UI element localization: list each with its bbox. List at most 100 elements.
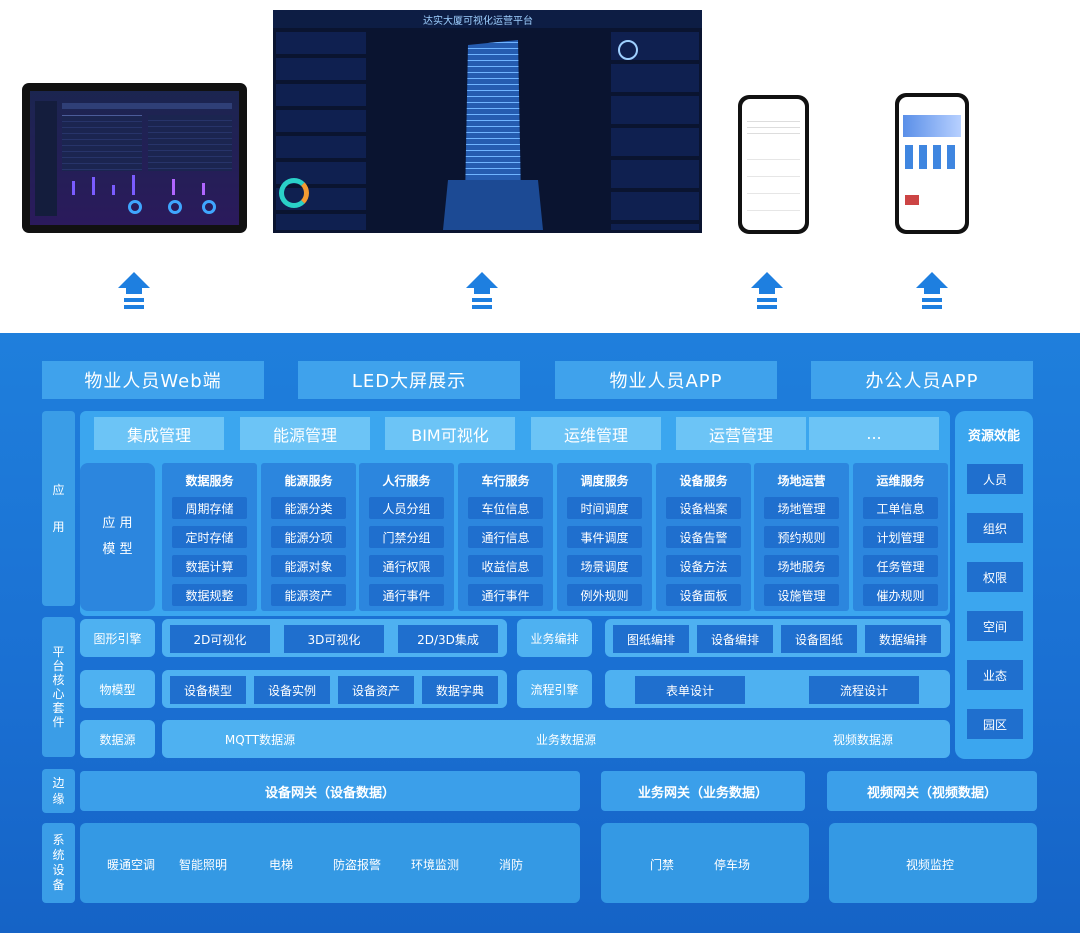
- service-title: 设备服务: [679, 474, 728, 488]
- orch-device: 设备编排: [697, 625, 773, 653]
- source-video: 视频数据源: [832, 732, 893, 747]
- service-title: 车行服务: [481, 474, 530, 488]
- channel-led: LED大屏展示: [298, 361, 520, 399]
- resource-campus: 园区: [967, 709, 1023, 739]
- tab-operations: 运营管理: [676, 417, 806, 450]
- service-item: 催办规则: [863, 584, 938, 606]
- layer-label-system: 系 统 设 备: [42, 823, 75, 903]
- service-item: 通行事件: [369, 584, 444, 606]
- service-item: 设施管理: [764, 584, 839, 606]
- service-column-maintenance: 运维服务 工单信息 计划管理 任务管理 催办规则: [853, 463, 948, 611]
- phone-2-screen: [899, 97, 965, 230]
- service-column-dispatch: 调度服务 时间调度 事件调度 场景调度 例外规则: [557, 463, 652, 611]
- service-item: 数据规整: [172, 584, 247, 606]
- service-item: 例外规则: [567, 584, 642, 606]
- service-title: 数据服务: [185, 474, 234, 488]
- service-title: 运维服务: [876, 474, 925, 488]
- orch-data: 数据编排: [865, 625, 941, 653]
- service-item: 事件调度: [567, 526, 642, 548]
- data-source-group: [162, 720, 950, 758]
- system-group-building: [80, 823, 580, 903]
- service-column-vehicle: 车行服务 车位信息 通行信息 收益信息 通行事件: [458, 463, 553, 611]
- layer-label-application: 应 用: [42, 411, 75, 606]
- system-lighting: 智能照明: [178, 857, 227, 872]
- up-arrow-icon: [916, 272, 948, 309]
- service-item: 能源对象: [271, 555, 346, 577]
- service-column-venue: 场地运营 场地管理 预约规则 场地服务 设施管理: [754, 463, 849, 611]
- service-item: 设备告警: [666, 526, 741, 548]
- phone-mockup-2: [895, 93, 969, 234]
- service-item: 工单信息: [863, 497, 938, 519]
- business-orch-label: 业务编排: [517, 619, 592, 657]
- dashboard-title: 达实大厦可视化运营平台: [423, 16, 533, 27]
- service-item: 车位信息: [468, 497, 543, 519]
- service-item: 场景调度: [567, 555, 642, 577]
- resource-permission: 权限: [967, 562, 1023, 592]
- graphics-2d3d: 2D/3D集成: [398, 625, 498, 653]
- channel-office-app: 办公人员APP: [811, 361, 1033, 399]
- service-item: 预约规则: [764, 526, 839, 548]
- service-item: 能源分类: [271, 497, 346, 519]
- service-item: 人员分组: [369, 497, 444, 519]
- architecture-panel: 物业人员Web端 LED大屏展示 物业人员APP 办公人员APP 应 用 平 台…: [0, 333, 1080, 933]
- phone-1-screen: [742, 99, 805, 230]
- system-environment: 环境监测: [410, 857, 459, 872]
- source-business: 业务数据源: [535, 732, 596, 747]
- system-hvac: 暖通空调: [106, 857, 155, 872]
- model-dictionary: 数据字典: [422, 676, 498, 704]
- graphics-engine-label: 图形引擎: [80, 619, 155, 657]
- tower-illustration: [443, 40, 543, 230]
- system-access-control: 门禁: [649, 857, 674, 872]
- layer-label-edge: 边 缘: [42, 769, 75, 813]
- tab-energy: 能源管理: [240, 417, 370, 450]
- system-video-surveillance: 视频监控: [905, 857, 954, 872]
- system-group-access: [601, 823, 809, 903]
- tab-bim: BIM可视化: [385, 417, 515, 450]
- form-design: 表单设计: [635, 676, 745, 704]
- model-asset: 设备资产: [338, 676, 414, 704]
- service-title: 人行服务: [382, 474, 431, 488]
- service-item: 场地服务: [764, 555, 839, 577]
- tab-integration: 集成管理: [94, 417, 224, 450]
- object-model-label: 物模型: [80, 670, 155, 708]
- video-gateway: 视频网关（视频数据）: [827, 771, 1037, 811]
- flow-design: 流程设计: [809, 676, 919, 704]
- source-mqtt: MQTT数据源: [224, 732, 296, 747]
- service-item: 通行事件: [468, 584, 543, 606]
- system-fire: 消防: [498, 857, 523, 872]
- service-title: 场地运营: [777, 474, 826, 488]
- gauge: [618, 40, 638, 60]
- system-burglar-alarm: 防盗报警: [332, 857, 381, 872]
- service-item: 通行信息: [468, 526, 543, 548]
- service-column-energy: 能源服务 能源分类 能源分项 能源对象 能源资产: [261, 463, 356, 611]
- service-item: 设备面板: [666, 584, 741, 606]
- up-arrow-icon: [118, 272, 150, 309]
- dashboard-right-panel: [611, 32, 699, 230]
- led-dashboard-mockup: 达实大厦可视化运营平台: [273, 10, 702, 233]
- tablet-screen: [30, 91, 239, 225]
- donut-chart: [279, 178, 309, 208]
- service-item: 门禁分组: [369, 526, 444, 548]
- service-title: 调度服务: [580, 474, 629, 488]
- service-item: 收益信息: [468, 555, 543, 577]
- dashboard-nav: 达实大厦可视化运营平台: [273, 10, 702, 28]
- service-column-pedestrian: 人行服务 人员分组 门禁分组 通行权限 通行事件: [359, 463, 454, 611]
- resource-space: 空间: [967, 611, 1023, 641]
- tab-more: ...: [809, 417, 939, 450]
- business-gateway: 业务网关（业务数据）: [601, 771, 805, 811]
- service-item: 时间调度: [567, 497, 642, 519]
- resource-business: 业态: [967, 660, 1023, 690]
- service-item: 设备档案: [666, 497, 741, 519]
- graphics-2d: 2D可视化: [170, 625, 270, 653]
- system-elevator: 电梯: [268, 857, 293, 872]
- channel-staff-app: 物业人员APP: [555, 361, 777, 399]
- service-item: 计划管理: [863, 526, 938, 548]
- resource-organization: 组织: [967, 513, 1023, 543]
- orch-device-drawing: 设备图纸: [781, 625, 857, 653]
- up-arrow-icon: [751, 272, 783, 309]
- system-group-video: [829, 823, 1037, 903]
- process-engine-label: 流程引擎: [517, 670, 592, 708]
- service-item: 定时存储: [172, 526, 247, 548]
- data-source-label: 数据源: [80, 720, 155, 758]
- service-item: 能源资产: [271, 584, 346, 606]
